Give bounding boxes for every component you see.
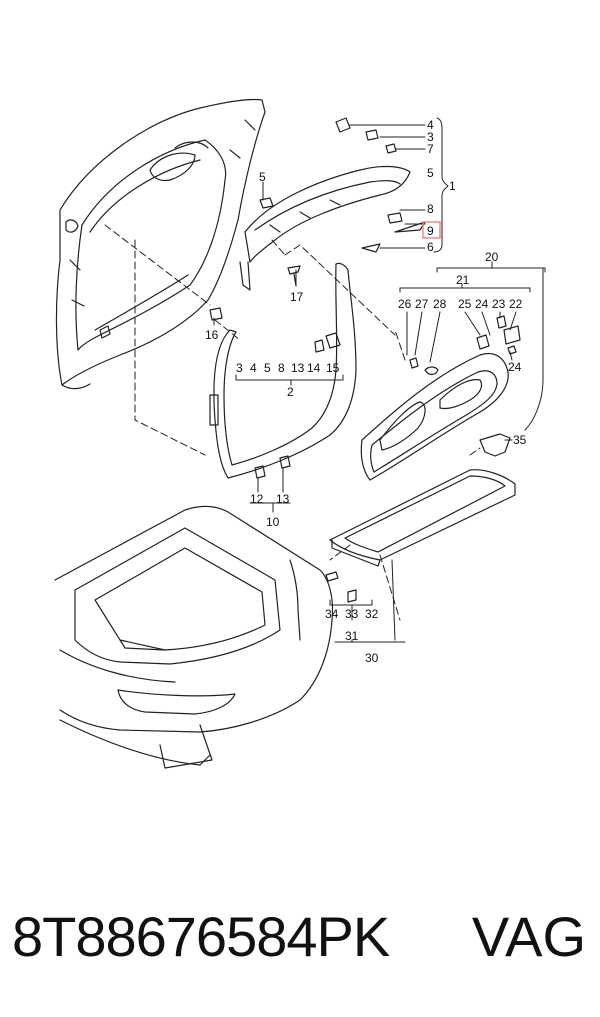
callout-31: 31 [345,629,359,643]
callout-2: 2 [287,385,294,399]
callout-10: 10 [266,515,280,529]
car-body-drawing [54,505,334,769]
callout-8: 8 [427,202,434,216]
callout-21: 21 [456,273,470,287]
callout-9-highlight [422,221,441,239]
callout-23: 23 [492,297,506,311]
callout-28: 28 [433,297,447,311]
parcel-shelf-drawing [329,433,516,567]
callout-5: 5 [264,361,271,375]
callout-13: 13 [291,361,305,375]
brand-label: VAG [471,905,586,968]
callout-34: 34 [325,607,339,621]
callout-33: 33 [345,607,359,621]
callout-26: 26 [398,297,412,311]
callout-5: 5 [427,166,434,180]
callout-35: 35 [513,433,527,447]
callout-16: 16 [205,328,219,342]
trunk-lid-drawing [55,98,266,390]
callout-1: 1 [449,179,456,193]
callout-6: 6 [427,240,434,254]
callout-32: 32 [365,607,379,621]
callout-13: 13 [276,492,290,506]
callout-9: 9 [427,224,434,238]
callout-4: 4 [427,118,434,132]
callout-5: 5 [259,170,266,184]
callout-24: 24 [475,297,489,311]
callout-15: 15 [326,361,340,375]
callout-22: 22 [509,297,523,311]
callout-14: 14 [307,361,321,375]
callout-3: 3 [427,130,434,144]
callout-leaders [213,117,546,643]
callout-7: 7 [427,142,434,156]
callout-3: 3 [236,361,243,375]
callout-20: 20 [485,250,499,264]
callout-8: 8 [278,361,285,375]
reference-lines [104,224,481,621]
seal-drawing [209,262,357,479]
callout-12: 12 [250,492,264,506]
callout-30: 30 [365,651,379,665]
callout-24: 24 [508,360,522,374]
callout-25: 25 [458,297,472,311]
callout-4: 4 [250,361,257,375]
callout-labels: 4 3 7 5 1 8 9 6 5 17 16 3 4 5 8 13 14 15… [205,118,527,665]
fastener-drawings [209,117,521,603]
rear-shelf-trim-drawing [360,352,509,481]
part-number-label: 8T88676584PK [12,905,390,968]
callout-17: 17 [290,290,304,304]
lid-inner-panel-drawing [239,165,426,291]
callout-27: 27 [415,297,429,311]
